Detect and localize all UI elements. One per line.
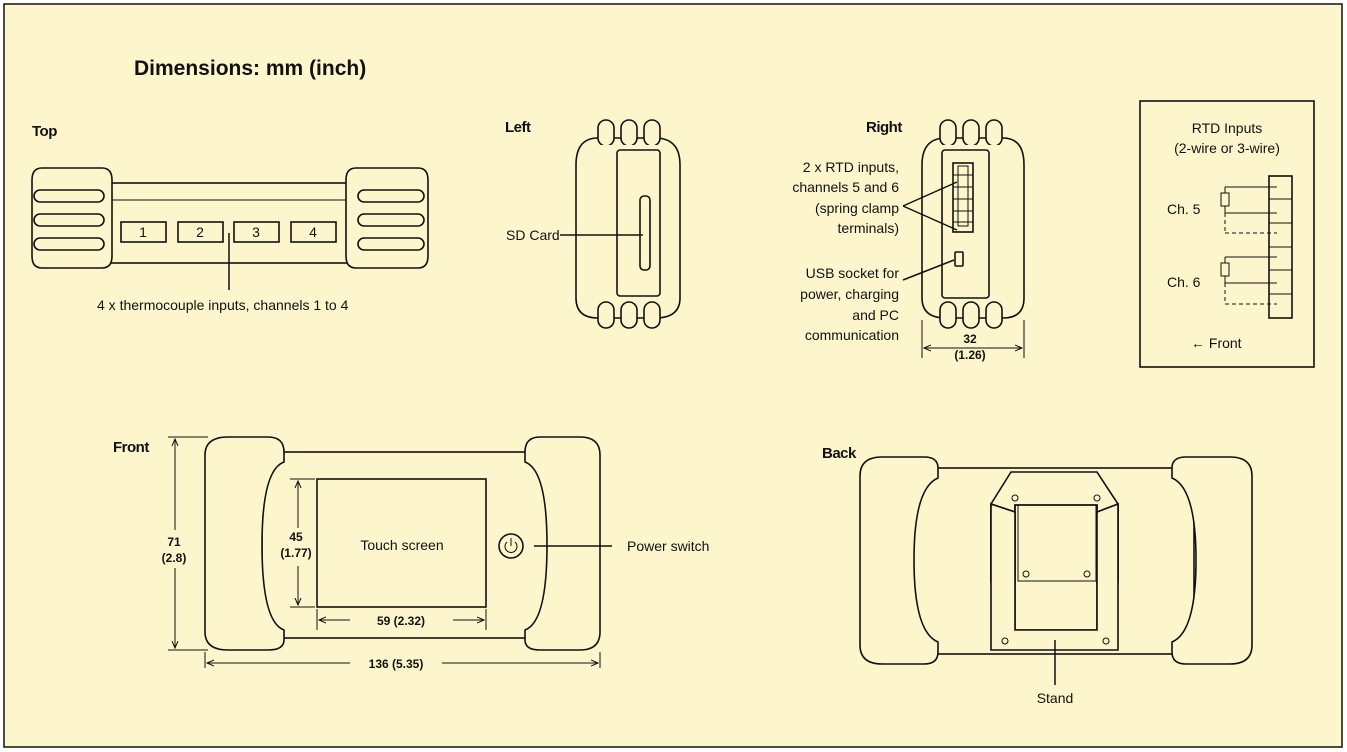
usb-callout-line1: USB socket for xyxy=(806,265,900,281)
rtd-panel-subtitle: (2-wire or 3-wire) xyxy=(1174,140,1280,156)
rtd-inputs-panel: RTD Inputs (2-wire or 3-wire) Ch. 5 Ch. … xyxy=(1139,100,1315,368)
touch-screen-label: Touch screen xyxy=(360,537,443,553)
left-view-label: Left xyxy=(505,119,531,136)
right-width-mm: 32 xyxy=(963,332,977,346)
top-view-label: Top xyxy=(32,123,57,140)
rtd-callout-line1: 2 x RTD inputs, xyxy=(803,159,899,175)
sd-card-label: SD Card xyxy=(506,227,560,243)
front-view: Front Touch screen Power switch 71 (2.8)… xyxy=(113,436,709,671)
ch5-label: Ch. 5 xyxy=(1167,201,1201,217)
rtd-callout-line4: terminals) xyxy=(838,220,899,236)
channel-label-3: 3 xyxy=(252,224,260,240)
rtd-panel-title: RTD Inputs xyxy=(1192,120,1263,136)
rtd-callout-line3: (spring clamp xyxy=(815,200,899,216)
front-height-mm: 71 xyxy=(167,535,181,549)
screen-width: 59 (2.32) xyxy=(377,614,425,628)
front-height-in: (2.8) xyxy=(162,551,187,565)
screen-height-mm: 45 xyxy=(289,530,303,544)
right-width-in: (1.26) xyxy=(954,348,985,362)
top-view: Top 1 2 3 4 4 x thermocouple inputs, cha… xyxy=(31,123,429,313)
right-view-label: Right xyxy=(866,119,902,136)
screen-height-in: (1.77) xyxy=(280,546,311,560)
stand-label: Stand xyxy=(1037,690,1074,706)
ch6-label: Ch. 6 xyxy=(1167,274,1201,290)
thermocouple-callout: 4 x thermocouple inputs, channels 1 to 4 xyxy=(97,297,349,313)
channel-label-4: 4 xyxy=(309,224,317,240)
front-view-label: Front xyxy=(113,439,149,456)
usb-callout-line3: and PC xyxy=(852,307,899,323)
rtd-callout-line2: channels 5 and 6 xyxy=(792,179,899,195)
front-width: 136 (5.35) xyxy=(369,657,424,671)
channel-label-2: 2 xyxy=(196,224,204,240)
back-view-label: Back xyxy=(822,445,857,462)
back-view: Back Stand xyxy=(822,445,1253,706)
usb-callout-line4: communication xyxy=(805,327,899,343)
page-title: Dimensions: mm (inch) xyxy=(134,57,366,80)
rtd-front-label: ← Front xyxy=(1191,335,1242,351)
power-switch-label: Power switch xyxy=(627,538,709,554)
left-view: Left SD Card xyxy=(505,119,681,329)
channel-label-1: 1 xyxy=(139,224,147,240)
usb-callout-line2: power, charging xyxy=(800,286,899,302)
right-view: Right 2 x RTD inputs, channels 5 and 6 (… xyxy=(792,119,1025,362)
